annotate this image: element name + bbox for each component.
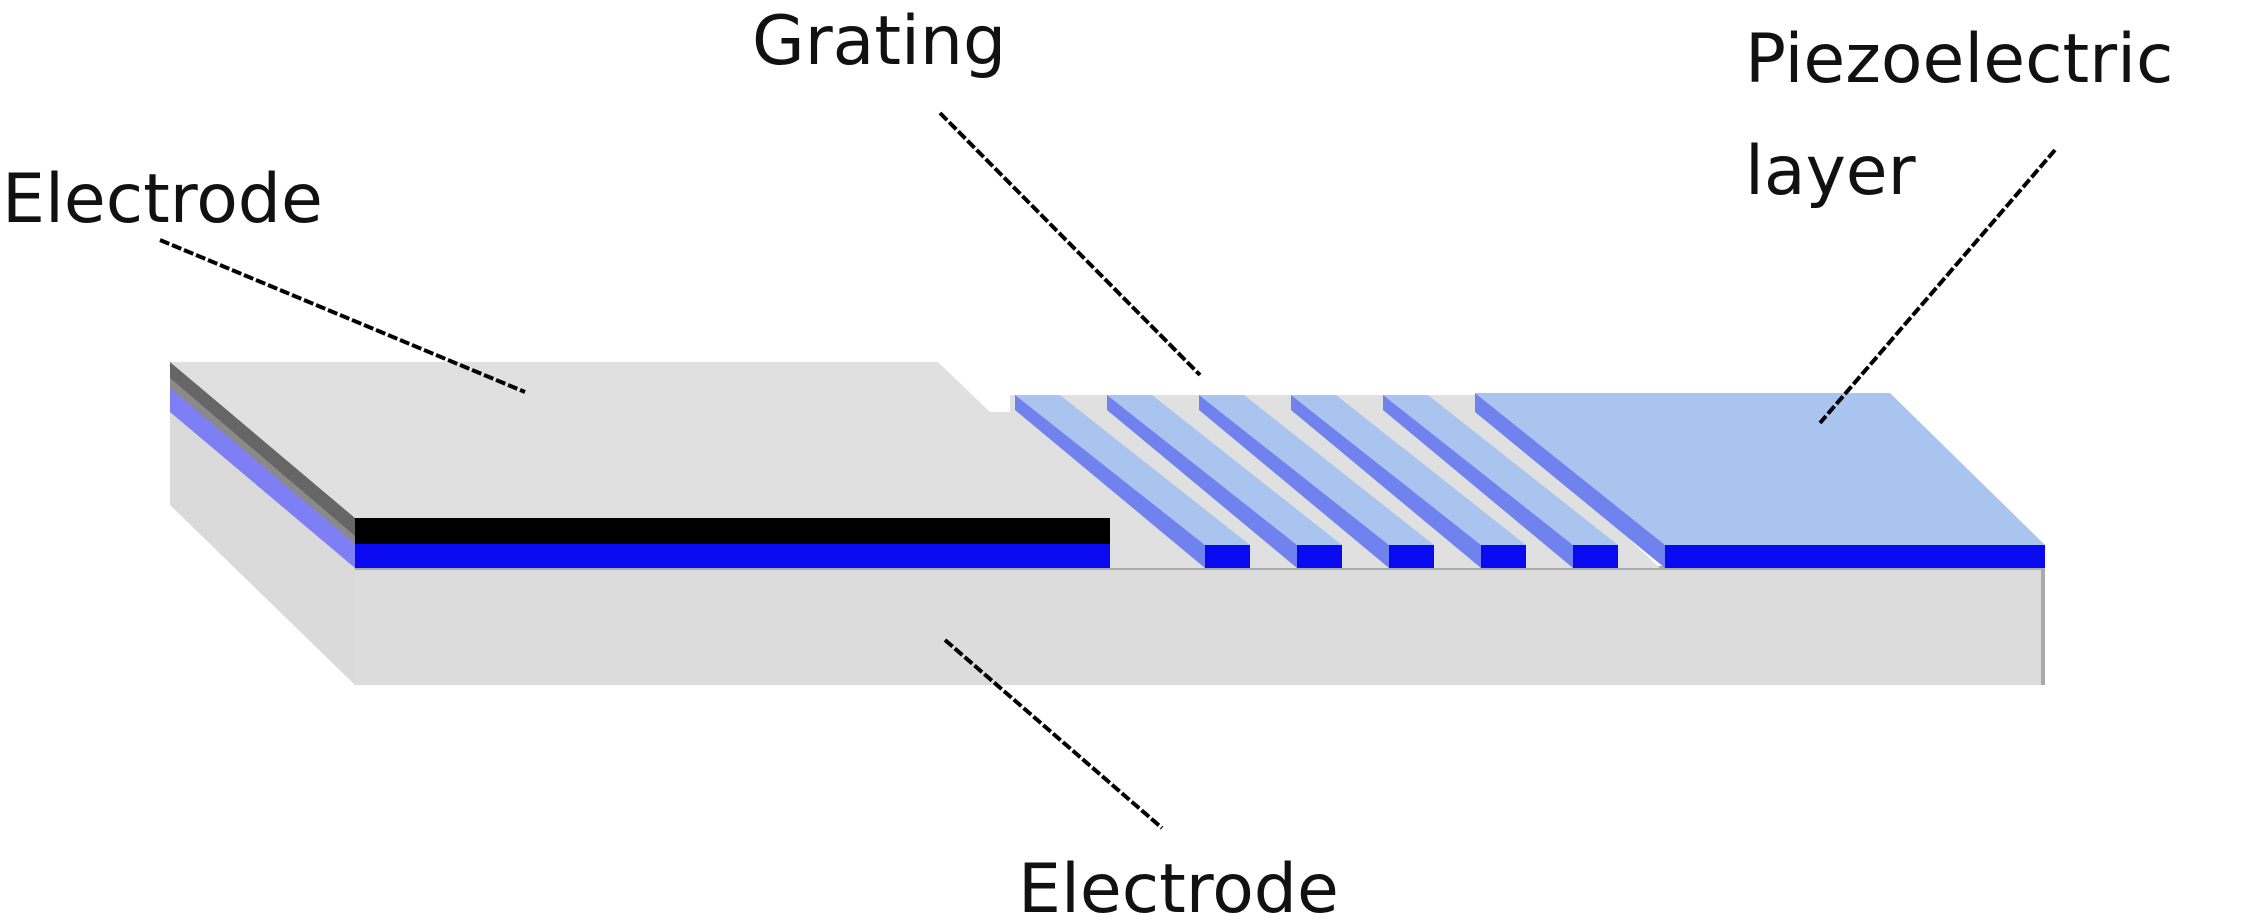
piezo-front: [1665, 545, 2045, 568]
leader-line-piezo: [1818, 148, 2057, 425]
top-electrode-surface: [170, 362, 1110, 518]
left-edge-gray: [170, 378, 355, 546]
top-electrode-front: [355, 518, 1110, 544]
left-edge-dark: [170, 362, 355, 538]
left-electrode-stack: [170, 362, 1110, 568]
grating-finger: [1199, 395, 1434, 568]
left-edge-blue: [170, 388, 355, 568]
grating: [1015, 395, 1618, 568]
piezo-side: [1475, 393, 1665, 568]
piezoelectric-layer: [1475, 393, 2045, 568]
grating-finger: [1015, 395, 1250, 568]
grating-finger: [1383, 395, 1618, 568]
leader-line-electrode-top: [159, 238, 526, 394]
label-electrode-top: Electrode: [2, 160, 323, 239]
label-electrode-bottom: Electrode: [1018, 850, 1339, 924]
leader-line-grating: [938, 111, 1202, 377]
substrate-front-face: [355, 568, 2045, 685]
label-layer: layer: [1745, 132, 1916, 211]
label-piezoelectric: Piezoelectric: [1745, 20, 2173, 99]
grating-finger: [1291, 395, 1526, 568]
leader-line-electrode-bottom: [943, 638, 1164, 830]
label-grating: Grating: [752, 2, 1006, 81]
grating-finger: [1107, 395, 1342, 568]
left-piezo-front: [355, 544, 1110, 568]
